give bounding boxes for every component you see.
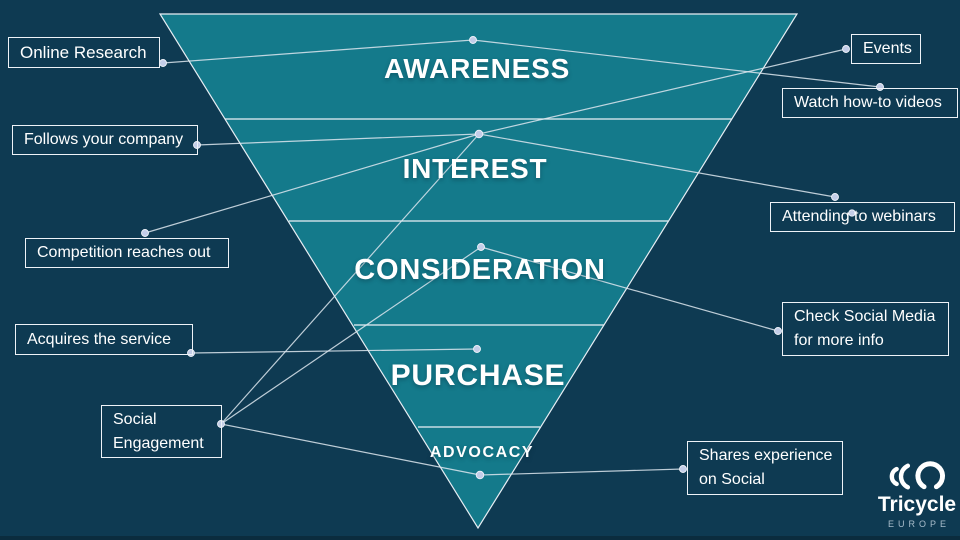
connector-dot (159, 59, 167, 67)
connector-line (162, 39, 474, 64)
callout-social-engagement: Social Engagement (101, 405, 222, 458)
connector-line (472, 39, 881, 88)
connector-dot (831, 193, 839, 201)
connector-dot (848, 209, 856, 217)
callout-watch-howto-videos: Watch how-to videos (782, 88, 958, 118)
connector-line (478, 133, 836, 198)
callout-acquires-the-service: Acquires the service (15, 324, 193, 355)
stage-label-advocacy: ADVOCACY (429, 444, 535, 461)
connector-dot (475, 470, 485, 480)
funnel-triangle (158, 13, 799, 530)
callout-attending-webinars: Attending to webinars (770, 202, 955, 232)
funnel-stage-dividers (225, 118, 732, 428)
callout-shares-experience: Shares experience on Social (687, 441, 843, 495)
callout-follows-your-company: Follows your company (12, 125, 198, 155)
connector-lines (144, 39, 881, 476)
connector-line (144, 133, 480, 234)
stage-label-awareness: AWARENESS (383, 53, 571, 84)
stage-label-interest: INTEREST (402, 153, 548, 184)
tricycle-arcs-icon (889, 461, 945, 490)
connector-dot (141, 229, 149, 237)
connector-line (220, 423, 481, 476)
connector-dot (474, 129, 484, 139)
logo-region-text: EUROPE (887, 519, 950, 530)
connector-dot (477, 243, 485, 251)
connector-dot (679, 465, 687, 473)
connector-dot (473, 345, 481, 353)
callout-events: Events (851, 34, 921, 64)
connector-dot (842, 45, 850, 53)
connector-dot (469, 36, 477, 44)
connector-line (220, 246, 482, 425)
connector-line (478, 48, 847, 135)
logo-brand-text: Tricycle (877, 493, 957, 516)
stage-label-purchase: PURCHASE (390, 359, 566, 392)
connector-line (196, 133, 480, 146)
tricycle-logo: Tricycle EUROPE (877, 461, 957, 529)
connector-line (190, 348, 478, 354)
connector-line (479, 468, 684, 476)
connector-line (480, 246, 779, 332)
connector-dot (774, 327, 782, 335)
callout-online-research: Online Research (8, 37, 160, 68)
callout-check-social-media: Check Social Media for more info (782, 302, 949, 356)
connector-line (220, 133, 480, 425)
stage-label-consideration: CONSIDERATION (354, 254, 606, 286)
footer-accent-bar (0, 536, 960, 540)
callout-competition-reaches-out: Competition reaches out (25, 238, 229, 268)
